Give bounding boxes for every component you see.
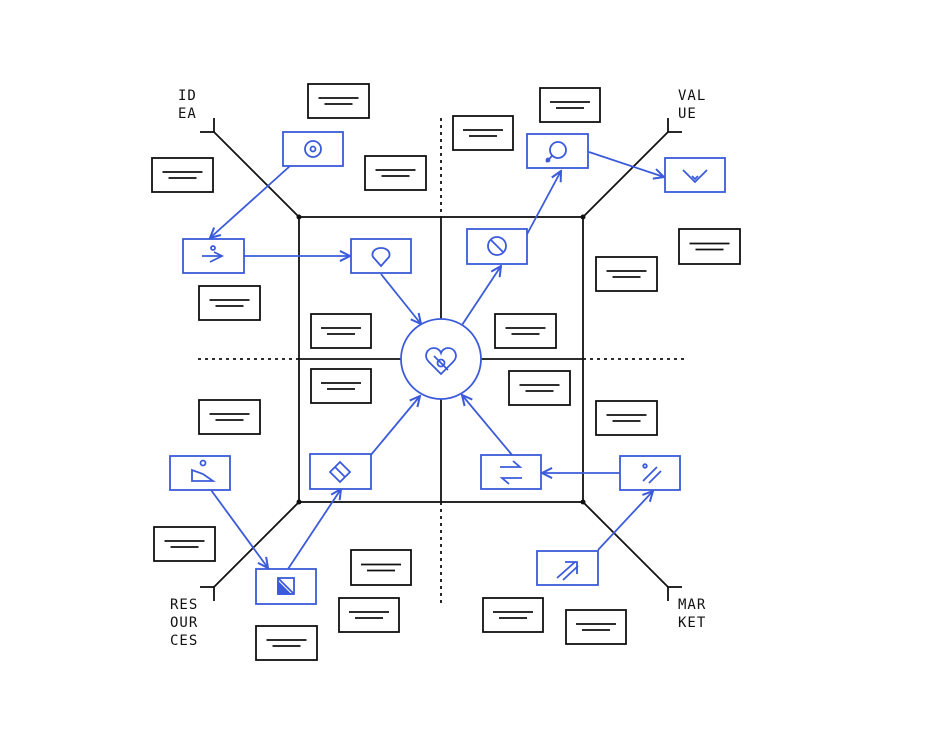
arrow-crop-to-diamond <box>287 489 341 570</box>
note-frame <box>153 526 216 562</box>
flow-arrows <box>210 151 664 570</box>
arrow-trend-to-slash <box>597 491 653 551</box>
node-slash[interactable] <box>619 455 681 491</box>
magnifier-icon <box>545 141 567 163</box>
placeholder-note[interactable] <box>452 115 514 151</box>
label-idea-2: EA <box>178 106 197 122</box>
trend-arrow-icon <box>556 561 579 581</box>
slash-icon <box>642 463 662 484</box>
diamond-icon <box>328 460 352 484</box>
note-frame <box>452 115 514 151</box>
arrow-diamond-to-center <box>369 396 420 457</box>
placeholder-note[interactable] <box>494 313 557 349</box>
placeholder-note[interactable] <box>364 155 427 191</box>
node-check[interactable] <box>664 157 726 193</box>
crop-icon <box>277 577 295 595</box>
target-icon <box>304 140 322 158</box>
node-landscape[interactable] <box>169 455 231 491</box>
arrow-landscape-to-crop <box>210 489 268 568</box>
placeholder-note[interactable] <box>338 597 400 633</box>
placeholder-note[interactable] <box>350 549 412 586</box>
placeholder-note[interactable] <box>539 87 601 123</box>
placeholder-note[interactable] <box>255 625 318 661</box>
corner-dots <box>296 214 586 505</box>
node-diamond[interactable] <box>309 453 372 490</box>
note-frame <box>482 597 544 633</box>
chart-icon <box>202 245 225 263</box>
node-magnifier[interactable] <box>526 133 589 169</box>
node-target[interactable] <box>282 131 344 167</box>
placeholder-note[interactable] <box>310 368 372 404</box>
diagonal-value <box>582 131 669 218</box>
note-frame <box>310 368 372 404</box>
diagonal-idea <box>213 131 300 218</box>
note-frame <box>198 285 261 321</box>
heart-icon <box>425 347 457 376</box>
label-resources-3: CES <box>170 633 198 649</box>
prohibited-icon <box>487 236 507 256</box>
placeholder-note[interactable] <box>153 526 216 562</box>
note-frame <box>494 313 557 349</box>
label-value-2: UE <box>678 106 697 122</box>
label-resources-2: OUR <box>170 615 198 631</box>
label-idea-1: ID <box>178 88 197 104</box>
arrow-swap-to-center <box>462 395 513 456</box>
placeholder-note[interactable] <box>595 400 658 436</box>
arrow-prohibited-to-magnifier <box>524 171 561 239</box>
check-icon <box>682 169 708 184</box>
landscape-icon <box>191 459 216 482</box>
note-frame <box>350 549 412 586</box>
note-frame <box>595 400 658 436</box>
note-frame <box>595 256 658 292</box>
placeholder-note[interactable] <box>565 609 627 645</box>
arrow-target-to-chart <box>210 165 291 238</box>
diagonal-resources <box>213 501 300 588</box>
node-crop[interactable] <box>255 568 317 605</box>
blue-nodes <box>169 131 726 605</box>
note-frame <box>198 399 261 435</box>
arrow-center-to-prohibited <box>461 266 501 326</box>
note-frame <box>151 157 214 193</box>
note-frame <box>678 228 741 265</box>
node-chart[interactable] <box>182 238 245 274</box>
arrow-drop-to-center <box>380 273 421 324</box>
label-market-2: KET <box>678 615 706 631</box>
placeholder-notes <box>151 83 741 661</box>
note-frame <box>539 87 601 123</box>
note-frame <box>255 625 318 661</box>
label-value-1: VAL <box>678 88 706 104</box>
node-drop[interactable] <box>350 238 412 274</box>
note-frame <box>338 597 400 633</box>
diagonal-market <box>582 501 669 588</box>
note-frame <box>307 83 370 119</box>
placeholder-note[interactable] <box>310 313 372 349</box>
swap-icon <box>499 460 523 485</box>
placeholder-note[interactable] <box>482 597 544 633</box>
corner-labels: ID EA VAL UE RES OUR CES MAR KET <box>170 88 706 649</box>
node-trend-arrow[interactable] <box>536 550 599 586</box>
note-frame <box>565 609 627 645</box>
placeholder-note[interactable] <box>151 157 214 193</box>
node-swap[interactable] <box>480 454 542 490</box>
note-frame <box>508 370 571 406</box>
placeholder-note[interactable] <box>595 256 658 292</box>
placeholder-note[interactable] <box>508 370 571 406</box>
label-market-1: MAR <box>678 597 706 613</box>
placeholder-note[interactable] <box>198 285 261 321</box>
dashed-axes <box>198 118 686 603</box>
placeholder-note[interactable] <box>198 399 261 435</box>
placeholder-note[interactable] <box>307 83 370 119</box>
arrow-magnifier-to-check <box>588 151 664 177</box>
note-frame <box>364 155 427 191</box>
node-prohibited[interactable] <box>466 228 528 265</box>
placeholder-note[interactable] <box>678 228 741 265</box>
center-node[interactable] <box>400 318 482 400</box>
note-frame <box>310 313 372 349</box>
label-resources-1: RES <box>170 597 198 613</box>
drop-icon <box>371 247 391 268</box>
